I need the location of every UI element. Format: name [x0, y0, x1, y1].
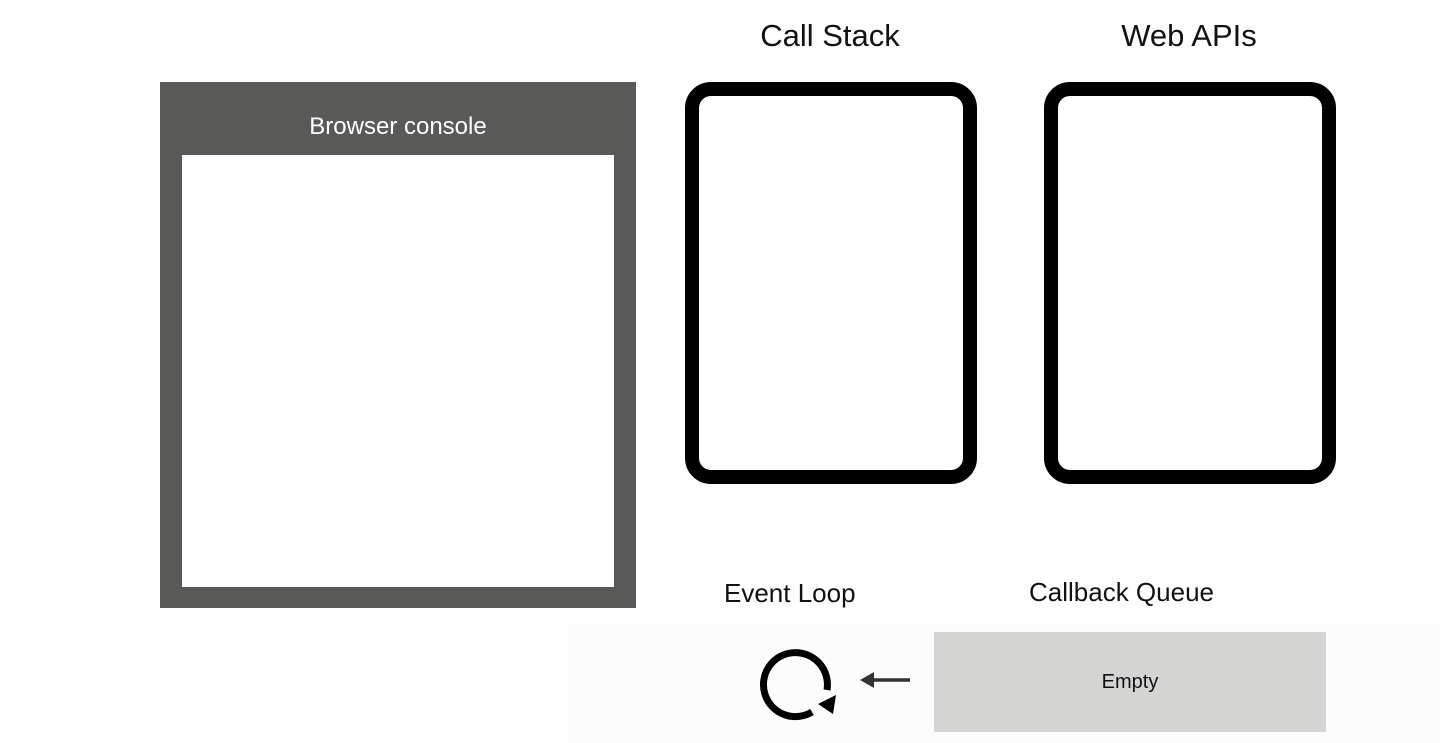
circular-arrow-icon: [760, 649, 836, 721]
callback-queue-label: Callback Queue: [1029, 577, 1214, 607]
browser-console-output: [182, 155, 614, 587]
left-arrow-icon: [860, 672, 910, 688]
web-apis-panel: [1044, 82, 1336, 484]
browser-console: Browser console: [160, 82, 636, 608]
callback-queue-box: Empty: [934, 632, 1326, 732]
callback-queue-status: Empty: [1101, 670, 1159, 693]
call-stack-panel: [685, 82, 977, 484]
web-apis-heading: Web APIs: [1121, 18, 1257, 53]
event-loop-label: Event Loop: [724, 578, 856, 608]
browser-console-title: Browser console: [309, 113, 487, 140]
call-stack-heading: Call Stack: [760, 18, 900, 53]
